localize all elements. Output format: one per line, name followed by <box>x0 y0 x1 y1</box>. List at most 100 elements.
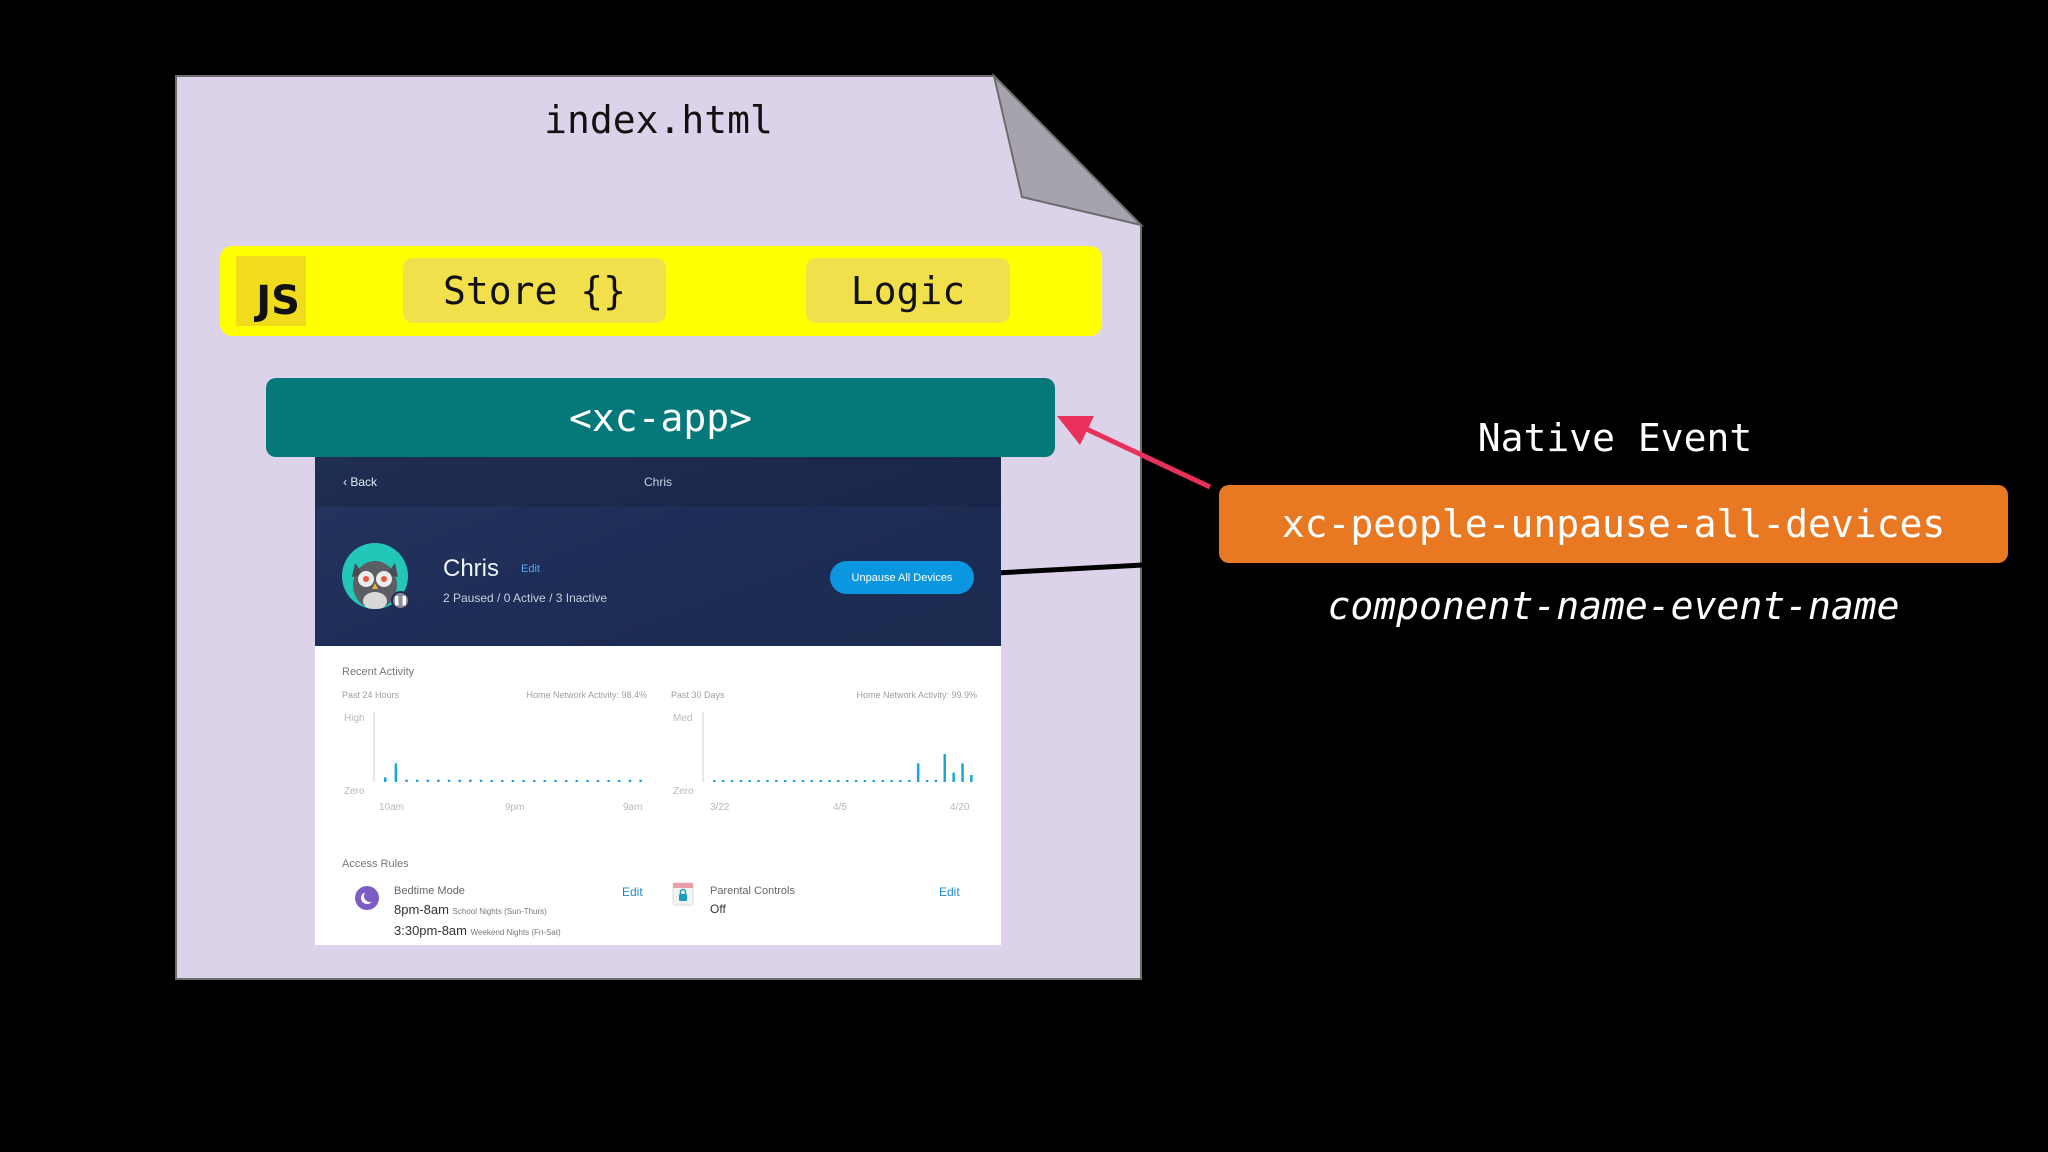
chart-bar <box>828 780 831 782</box>
edit-parental-link[interactable]: Edit <box>939 885 960 899</box>
event-arrow-head <box>1057 416 1094 445</box>
edit-bedtime-link[interactable]: Edit <box>622 885 643 899</box>
chart-bar <box>384 777 387 782</box>
chart-bar <box>426 779 430 782</box>
store-box: Store {} <box>403 258 666 323</box>
chart-bar <box>801 780 805 782</box>
chart-bar <box>854 780 858 782</box>
chart-bar <box>447 779 451 782</box>
bedtime-mode-label: Bedtime Mode <box>394 885 465 897</box>
chart-30d-network: Home Network Activity: 99.9% <box>856 690 977 700</box>
parental-controls-value: Off <box>710 902 726 916</box>
chart-bar <box>469 779 472 782</box>
chart-bar <box>925 780 929 782</box>
chart-bar <box>952 772 955 782</box>
chart-bar <box>775 780 778 782</box>
parental-controls-label: Parental Controls <box>710 885 795 897</box>
pause-icon: ❚❚ <box>391 591 410 610</box>
chart-bar <box>730 780 734 782</box>
moon-icon <box>355 886 379 910</box>
chart-bar <box>586 780 589 782</box>
chart-30d <box>702 712 973 782</box>
chart-30d-y-high: Med <box>673 713 693 724</box>
chart-bar <box>415 779 419 782</box>
app-screenshot: ‹ Back Chris ❚❚ Chris Edit 2 Paused / 0 … <box>315 457 1001 945</box>
nav-title: Chris <box>643 475 672 489</box>
recent-activity-title: Recent Activity <box>342 666 415 678</box>
chart-24h <box>373 712 642 782</box>
chevron-left-icon: ‹ <box>343 475 351 489</box>
chart-bar <box>819 780 822 782</box>
owl-icon <box>352 561 398 609</box>
chart-bar <box>405 779 408 782</box>
chart-bar <box>639 779 642 782</box>
chart-bar <box>899 780 902 782</box>
chart-30d-x-tick: 4/5 <box>833 802 847 813</box>
page-fold <box>992 72 1145 227</box>
chart-bar <box>748 780 751 782</box>
chart-30d-x-tick: 3/22 <box>710 802 730 813</box>
back-link[interactable]: ‹ Back <box>343 475 378 489</box>
chart-bar <box>961 763 964 782</box>
chart-bar <box>908 780 911 782</box>
event-name-box: xc-people-unpause-all-devices <box>1219 485 2008 563</box>
chart-24h-x-tick: 9am <box>623 802 643 813</box>
chart-bar <box>757 780 760 782</box>
chart-bar <box>943 754 946 782</box>
chart-bar <box>564 780 568 782</box>
chart-bar <box>713 780 716 782</box>
chart-bar <box>575 780 578 782</box>
chart-bar <box>554 780 557 782</box>
chart-bar <box>618 780 621 782</box>
lock-icon <box>672 882 694 906</box>
chart-bar <box>543 780 547 782</box>
chart-bar <box>607 780 610 782</box>
chart-30d-y-zero: Zero <box>673 786 694 797</box>
chart-bar <box>501 780 504 782</box>
chart-bar <box>394 763 398 782</box>
profile-header: ‹ Back Chris ❚❚ Chris Edit 2 Paused / 0 … <box>315 457 1001 646</box>
chart-bar <box>872 780 876 782</box>
chart-24h-x-tick: 10am <box>379 802 405 813</box>
bedtime-schedule-1: 8pm-8am School Nights (Sun-Thurs) <box>394 902 547 917</box>
native-event-heading: Native Event <box>1477 416 1753 460</box>
chart-bar <box>490 780 493 782</box>
chart-bar <box>890 780 893 782</box>
device-status: 2 Paused / 0 Active / 3 Inactive <box>443 591 608 605</box>
chart-bar <box>783 780 787 782</box>
edit-profile-link[interactable]: Edit <box>521 563 540 575</box>
chart-bar <box>863 780 867 782</box>
chart-bar <box>596 780 600 782</box>
chart-bar <box>934 779 938 782</box>
chart-bar <box>479 779 483 782</box>
chart-bar <box>810 780 813 782</box>
chart-30d-x-tick: 4/20 <box>950 802 970 813</box>
unpause-all-devices-button[interactable]: Unpause All Devices <box>830 561 974 594</box>
connector-line <box>977 562 1144 577</box>
chart-30d-period: Past 30 Days <box>671 690 725 700</box>
logic-box: Logic <box>806 258 1010 323</box>
chart-bar <box>437 779 440 782</box>
chart-bar <box>881 780 884 782</box>
naming-convention: component-name-event-name <box>1327 584 1900 628</box>
chart-bar <box>522 780 525 782</box>
event-arrow <box>1078 423 1212 490</box>
chart-bar <box>721 780 725 782</box>
chart-24h-y-high: High <box>344 713 365 724</box>
chart-bar <box>846 780 849 782</box>
nav-bar <box>315 457 1001 507</box>
file-title: index.html <box>544 98 773 142</box>
chart-bar <box>511 780 515 782</box>
chart-bar <box>533 780 536 782</box>
javascript-logo: JS <box>236 256 306 326</box>
person-name: Chris <box>443 555 500 582</box>
xc-app-component: <xc-app> <box>266 378 1055 457</box>
chart-bar <box>739 780 743 782</box>
chart-24h-x-tick: 9pm <box>505 802 525 813</box>
chart-24h-y-zero: Zero <box>344 786 365 797</box>
chart-bar <box>766 780 769 782</box>
access-rules-title: Access Rules <box>342 858 409 870</box>
chart-24h-network: Home Network Activity: 98.4% <box>526 690 647 700</box>
chart-bar <box>970 775 973 782</box>
connector-line-outside <box>1140 558 1220 568</box>
